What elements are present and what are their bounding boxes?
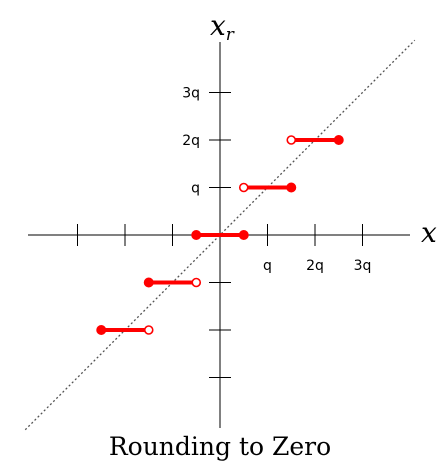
closed-endpoint [96,325,107,335]
reference-line [24,39,416,431]
y-axis-name: xr [210,9,235,45]
closed-endpoint [143,277,154,288]
x-tick-label: 2q [306,258,324,274]
x-axis-name: x [421,216,437,249]
chart-title: Rounding to Zero [109,432,331,461]
closed-endpoint [238,230,249,240]
closed-endpoint [286,182,297,193]
closed-endpoint [191,230,202,240]
y-tick-label: q [191,181,200,197]
x-tick-label: q [263,258,272,274]
y-tick-label: 3q [182,86,200,102]
x-tick-label: 3q [354,258,372,274]
closed-endpoint [333,135,344,145]
open-endpoint [191,277,202,288]
open-endpoint [286,135,297,145]
open-endpoint [143,325,154,335]
open-endpoint [238,182,249,193]
y-tick-label: 2q [182,133,200,149]
